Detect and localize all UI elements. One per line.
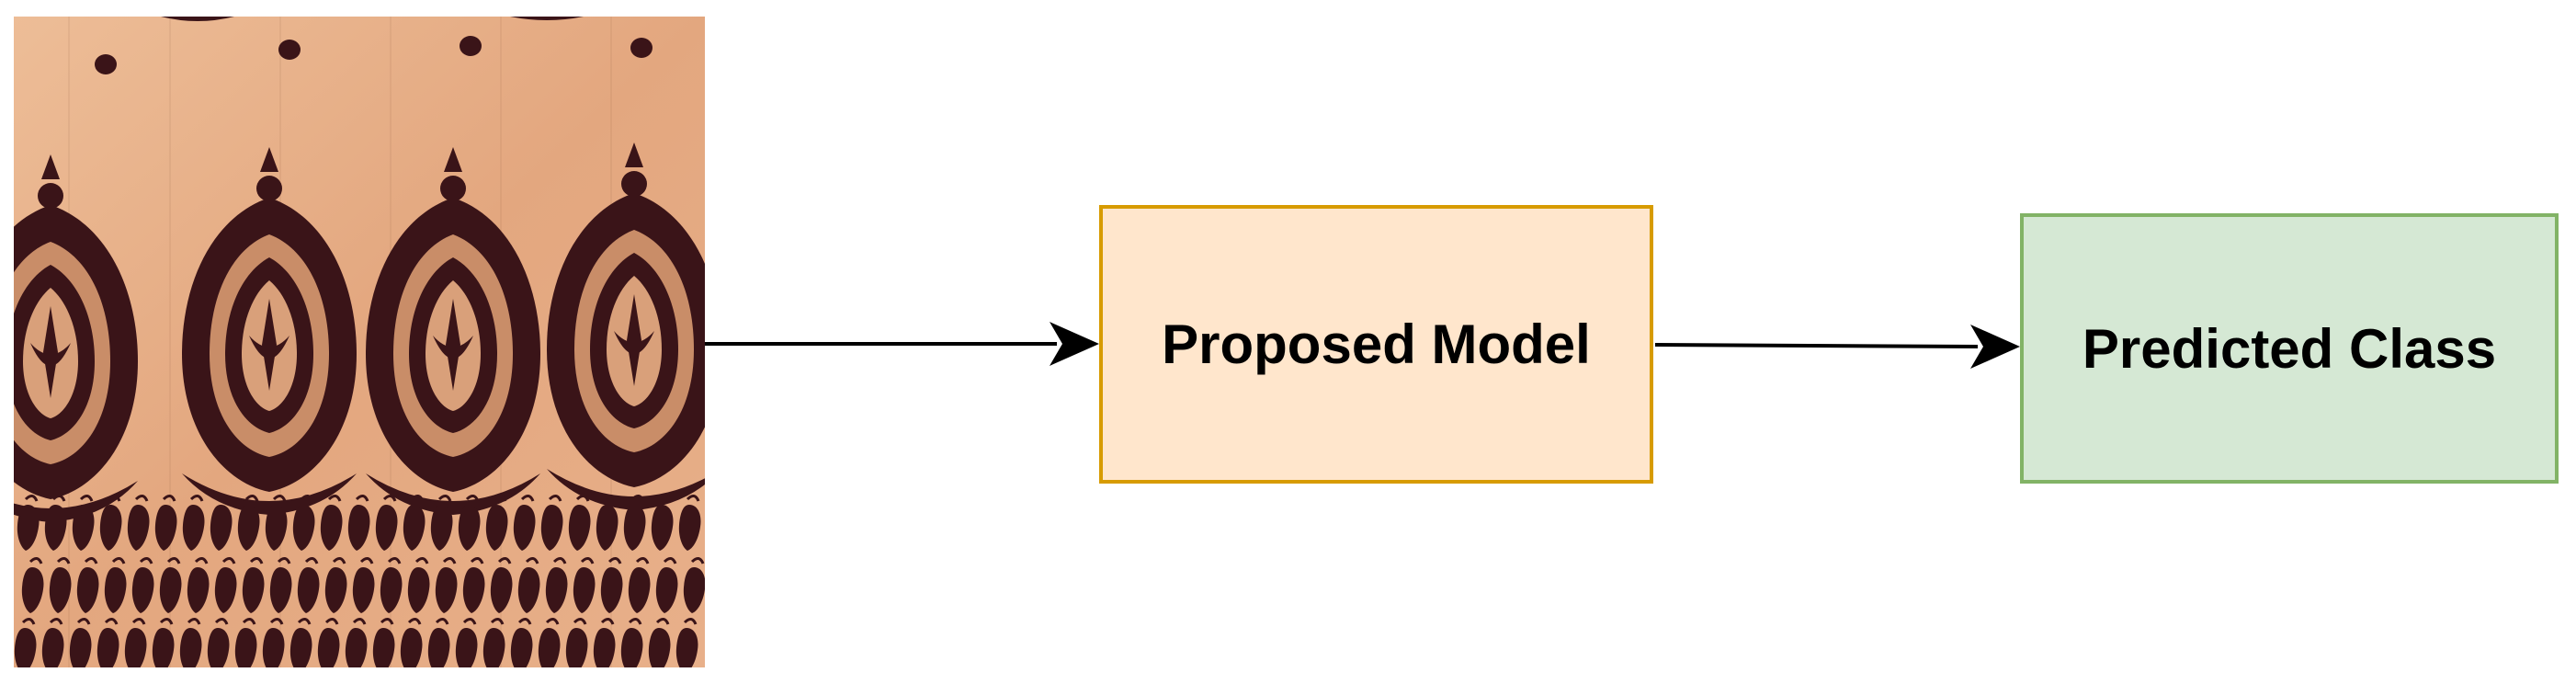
proposed-model-label: Proposed Model bbox=[1162, 314, 1591, 375]
proposed-model-box: Proposed Model bbox=[1099, 205, 1653, 484]
arrow-image-to-model bbox=[705, 322, 1099, 366]
arrow-model-to-class bbox=[1654, 325, 2020, 369]
predicted-class-box: Predicted Class bbox=[2020, 213, 2559, 484]
input-fabric-image bbox=[14, 17, 705, 667]
predicted-class-label: Predicted Class bbox=[2082, 317, 2497, 380]
